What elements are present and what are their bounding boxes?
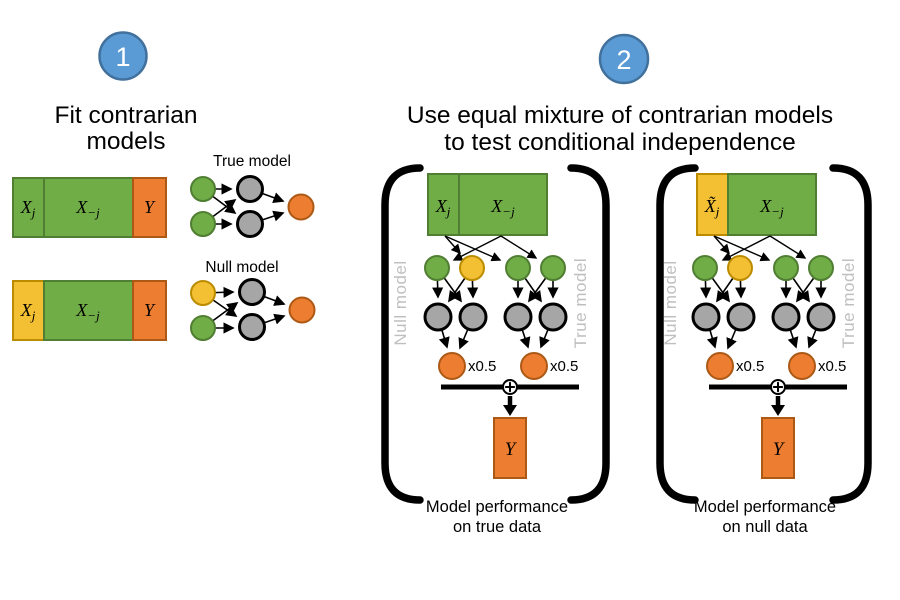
bar-cell-xj <box>12 177 45 238</box>
bar-cell-xminusj <box>43 177 134 238</box>
data-cell-xminusj <box>458 173 548 236</box>
right-bracket <box>567 164 610 504</box>
true-model-side-label: True model <box>571 258 590 348</box>
bar-label-y: Y <box>144 300 156 320</box>
output-node <box>287 193 315 221</box>
left-bracket <box>656 164 699 504</box>
bar-label-xj: Xj <box>20 197 36 220</box>
output-y-label: Y <box>773 439 786 460</box>
weight-label: x0.5 <box>550 358 578 375</box>
panel-caption-line2: on true data <box>453 518 542 536</box>
hidden-node <box>538 302 568 332</box>
output-y-label: Y <box>505 439 518 460</box>
input-node-green <box>505 255 531 281</box>
data-label-xj: Xj <box>435 196 451 219</box>
data-label-xminusj: X−j <box>759 196 784 219</box>
input-node-yellow <box>727 255 753 281</box>
flow-arrow-head <box>771 405 785 416</box>
mixture-panel-true-data: Null model True model Xj X−j <box>381 164 610 536</box>
hidden-node <box>238 278 266 306</box>
true-model-network: True model <box>190 153 315 238</box>
input-node-yellow <box>459 255 485 281</box>
step2-title-line2: to test conditional independence <box>444 129 795 156</box>
input-node-green <box>808 255 834 281</box>
input-node-green <box>424 255 450 281</box>
input-node-green <box>692 255 718 281</box>
bar-label-y: Y <box>144 197 156 217</box>
hidden-node <box>503 302 533 332</box>
data-cell-xj <box>427 173 460 236</box>
input-node-green <box>773 255 799 281</box>
hidden-node <box>236 210 264 238</box>
output-node <box>788 352 816 380</box>
left-bracket <box>381 164 424 504</box>
bar-cell-y <box>132 177 167 238</box>
feature-bar-true: Xj X−j Y <box>12 177 167 238</box>
feature-bar-null: Xj X−j Y <box>12 280 167 341</box>
hidden-node <box>423 302 453 332</box>
bar-label-xminusj: X−j <box>75 197 100 220</box>
null-model-side-label: Null model <box>661 260 680 345</box>
hidden-node <box>806 302 836 332</box>
hidden-node <box>458 302 488 332</box>
hidden-node <box>236 175 264 203</box>
step1-section: 1 Fit contrarian models Xj X−j Y Xj X−j … <box>12 31 316 341</box>
bar-cell-y <box>132 280 167 341</box>
flow-arrow-head <box>503 405 517 416</box>
input-node-yellow <box>190 280 216 306</box>
right-bracket <box>829 164 872 504</box>
hidden-node <box>691 302 721 332</box>
panel-caption-line1: Model performance <box>694 498 836 516</box>
mixture-arrows <box>713 235 807 262</box>
output-node <box>438 352 466 380</box>
step2-badge-circle <box>598 33 650 85</box>
hidden-node <box>238 313 266 341</box>
bar-label-xj: Xj <box>20 300 36 323</box>
hidden-node <box>726 302 756 332</box>
output-node <box>288 296 316 324</box>
weight-label: x0.5 <box>468 358 496 375</box>
step1-badge-number: 1 <box>115 42 130 72</box>
input-node-green <box>190 211 216 237</box>
true-model-label: True model <box>213 153 291 170</box>
data-label-xminusj: X−j <box>490 196 515 219</box>
bar-cell-xj-null <box>12 280 45 341</box>
true-model-side-label: True model <box>839 258 858 348</box>
step2-section: 2 Use equal mixture of contrarian models… <box>381 33 872 536</box>
data-cell-xminusj <box>727 173 817 236</box>
weight-label: x0.5 <box>736 358 764 375</box>
step2-title-line1: Use equal mixture of contrarian models <box>407 102 833 129</box>
bar-cell-xminusj <box>43 280 134 341</box>
output-node <box>520 352 548 380</box>
mixture-arrows <box>444 235 538 262</box>
bar-label-xminusj: X−j <box>75 300 100 323</box>
output-y-box <box>761 417 795 479</box>
panel-caption-line2: on null data <box>722 518 808 536</box>
network-arrows <box>432 267 559 350</box>
data-label-xj-tilde: X̃j <box>704 196 720 219</box>
circled-plus-icon <box>502 379 518 395</box>
circled-plus-icon <box>770 379 786 395</box>
null-model-network: Null model <box>190 259 316 341</box>
panel-caption-line1: Model performance <box>426 498 568 516</box>
step1-title-line2: models <box>87 128 166 155</box>
input-node-green <box>190 176 216 202</box>
null-model-side-label: Null model <box>391 260 410 345</box>
input-node-green <box>190 315 216 341</box>
output-node <box>706 352 734 380</box>
mixture-panel-null-data: Null model True model X̃j X−j <box>656 164 872 536</box>
weight-label: x0.5 <box>818 358 846 375</box>
hidden-node <box>771 302 801 332</box>
step1-badge-circle <box>98 31 148 81</box>
input-node-green <box>540 255 566 281</box>
network-arrows <box>700 267 827 350</box>
step1-title-line1: Fit contrarian <box>55 102 198 129</box>
null-model-label: Null model <box>205 259 278 276</box>
step2-badge-number: 2 <box>616 45 631 75</box>
output-y-box <box>493 417 527 479</box>
